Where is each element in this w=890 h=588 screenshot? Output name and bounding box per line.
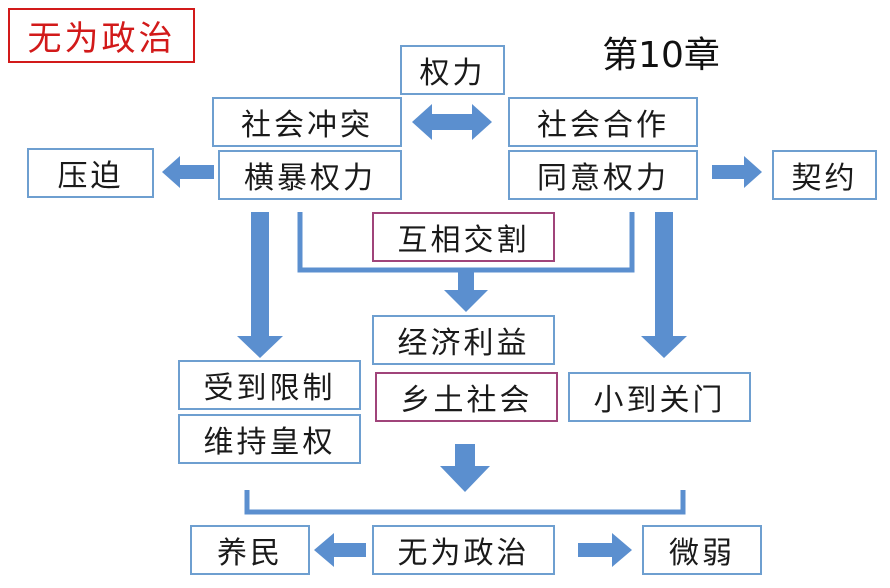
node-tyrannical-power: 横暴权力	[218, 150, 402, 200]
arrow-to-nourish-people	[314, 533, 366, 567]
node-maintain-imperial-power: 维持皇权	[178, 414, 361, 464]
node-small-closed: 小到关门	[568, 372, 751, 422]
node-mutual-intersection: 互相交割	[372, 212, 555, 262]
page-title: 无为政治	[8, 8, 195, 63]
node-oppression: 压迫	[27, 148, 154, 198]
node-rural-society: 乡土社会	[375, 372, 558, 422]
arrow-to-bottom-bracket	[440, 444, 490, 492]
node-wuwei-politics: 无为政治	[372, 525, 555, 575]
node-contract: 契约	[772, 150, 877, 200]
bracket-intersection	[297, 212, 635, 273]
node-weak: 微弱	[642, 525, 762, 575]
bracket-bottom	[244, 490, 686, 515]
arrow-to-weak	[578, 533, 632, 567]
arrow-to-economic-interest	[444, 272, 488, 312]
arrow-to-restricted	[237, 212, 283, 358]
arrow-to-oppression	[162, 156, 214, 188]
double-arrow-conflict-cooperation	[412, 104, 492, 140]
node-consensual-power: 同意权力	[508, 150, 698, 200]
node-social-conflict: 社会冲突	[212, 97, 402, 147]
node-restricted: 受到限制	[178, 360, 361, 410]
node-economic-interest: 经济利益	[372, 315, 555, 365]
arrow-to-small-closed	[641, 212, 687, 358]
node-power: 权力	[400, 45, 505, 95]
node-social-cooperation: 社会合作	[508, 97, 698, 147]
arrow-to-contract	[712, 156, 762, 188]
chapter-label: 第10章	[602, 35, 720, 76]
node-nourish-people: 养民	[190, 525, 310, 575]
